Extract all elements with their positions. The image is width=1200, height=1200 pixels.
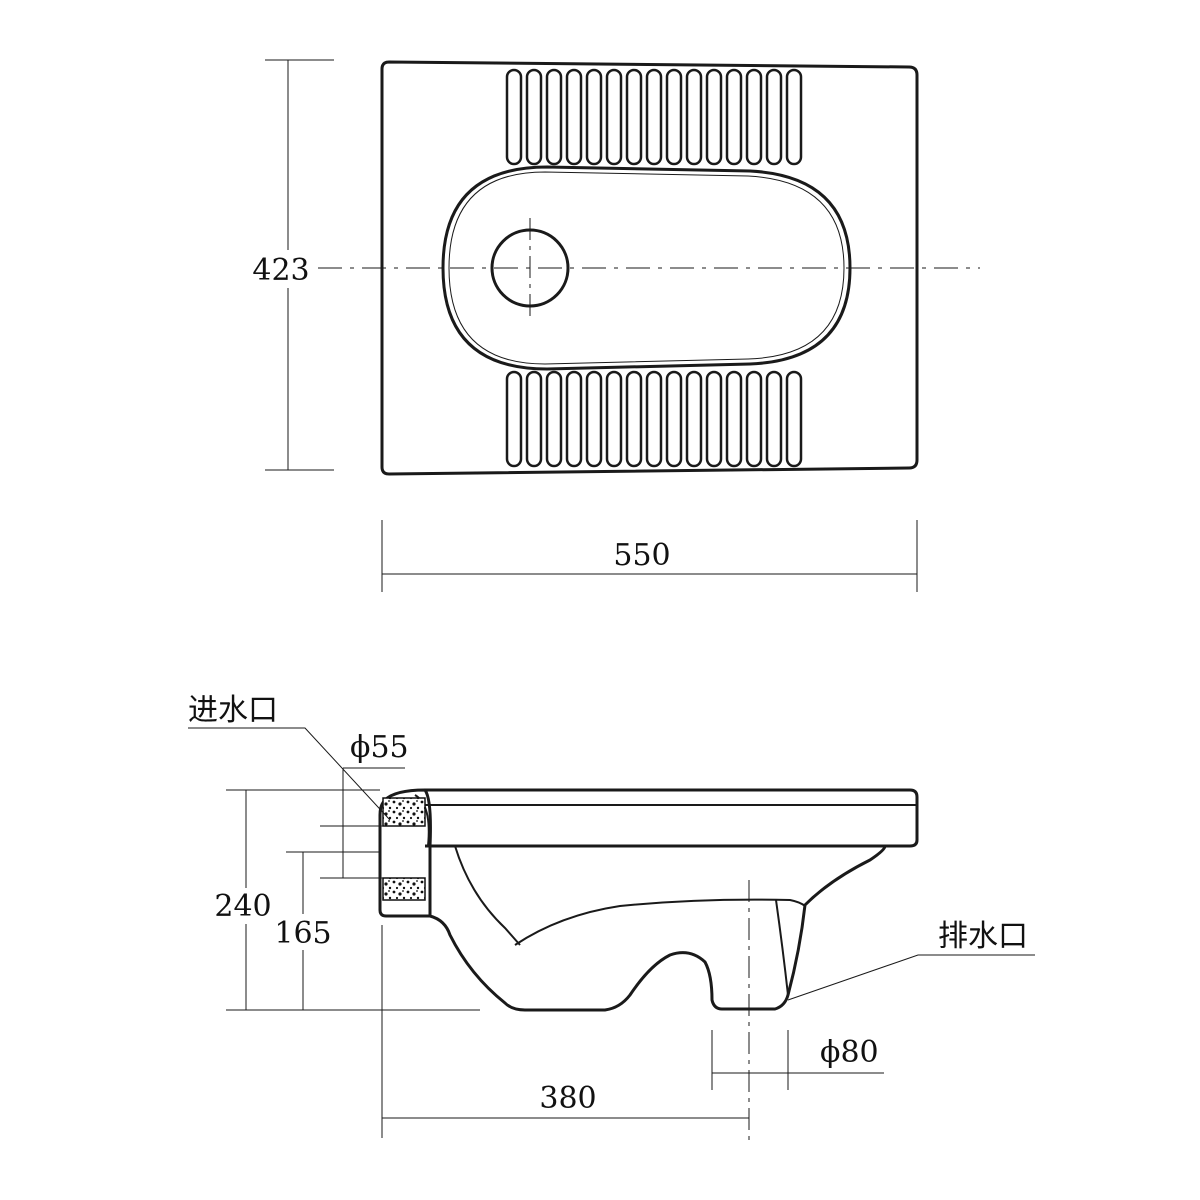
dim-label-240: 240 <box>214 889 271 924</box>
plan-top-ribs <box>505 68 803 166</box>
outlet-leader-line <box>787 954 1035 1001</box>
plan-bowl-opening <box>441 165 852 371</box>
inlet-label: 进水口 <box>188 693 278 728</box>
inlet-diameter-label: ϕ55 <box>350 730 409 765</box>
side-trap-curve <box>514 898 806 946</box>
inlet-ceramic-band-bottom <box>382 877 426 901</box>
side-outlet-dim <box>711 1030 884 1090</box>
dim-label-550: 550 <box>613 538 670 573</box>
outlet-diameter-label: ϕ80 <box>820 1035 879 1070</box>
dim-label-423: 423 <box>252 253 309 288</box>
inlet-ceramic-band-top <box>382 797 426 827</box>
plan-bottom-ribs <box>505 370 803 468</box>
inlet-leader-line <box>188 727 391 821</box>
plan-bowl-inner-line <box>448 171 845 365</box>
dim-label-165: 165 <box>274 916 331 951</box>
side-bowl-inner-curve <box>454 845 521 946</box>
plan-slab-outline <box>380 60 919 476</box>
side-inlet-dim <box>320 767 405 879</box>
side-bowl-body <box>429 845 887 1012</box>
plan-view: 423 550 <box>248 59 980 592</box>
dim-label-380: 380 <box>539 1081 596 1116</box>
plan-width-dimension <box>381 520 918 592</box>
side-inlet-head <box>378 788 432 918</box>
side-inlet-inner-arc <box>414 794 430 847</box>
outlet-label: 排水口 <box>938 919 1028 954</box>
side-view: ϕ80 排水口 进水口 ϕ55 240 165 <box>188 693 1035 1140</box>
side-outlet-distance-dimension <box>381 925 749 1138</box>
side-outlet-wall <box>775 899 789 996</box>
side-rim <box>425 788 919 848</box>
